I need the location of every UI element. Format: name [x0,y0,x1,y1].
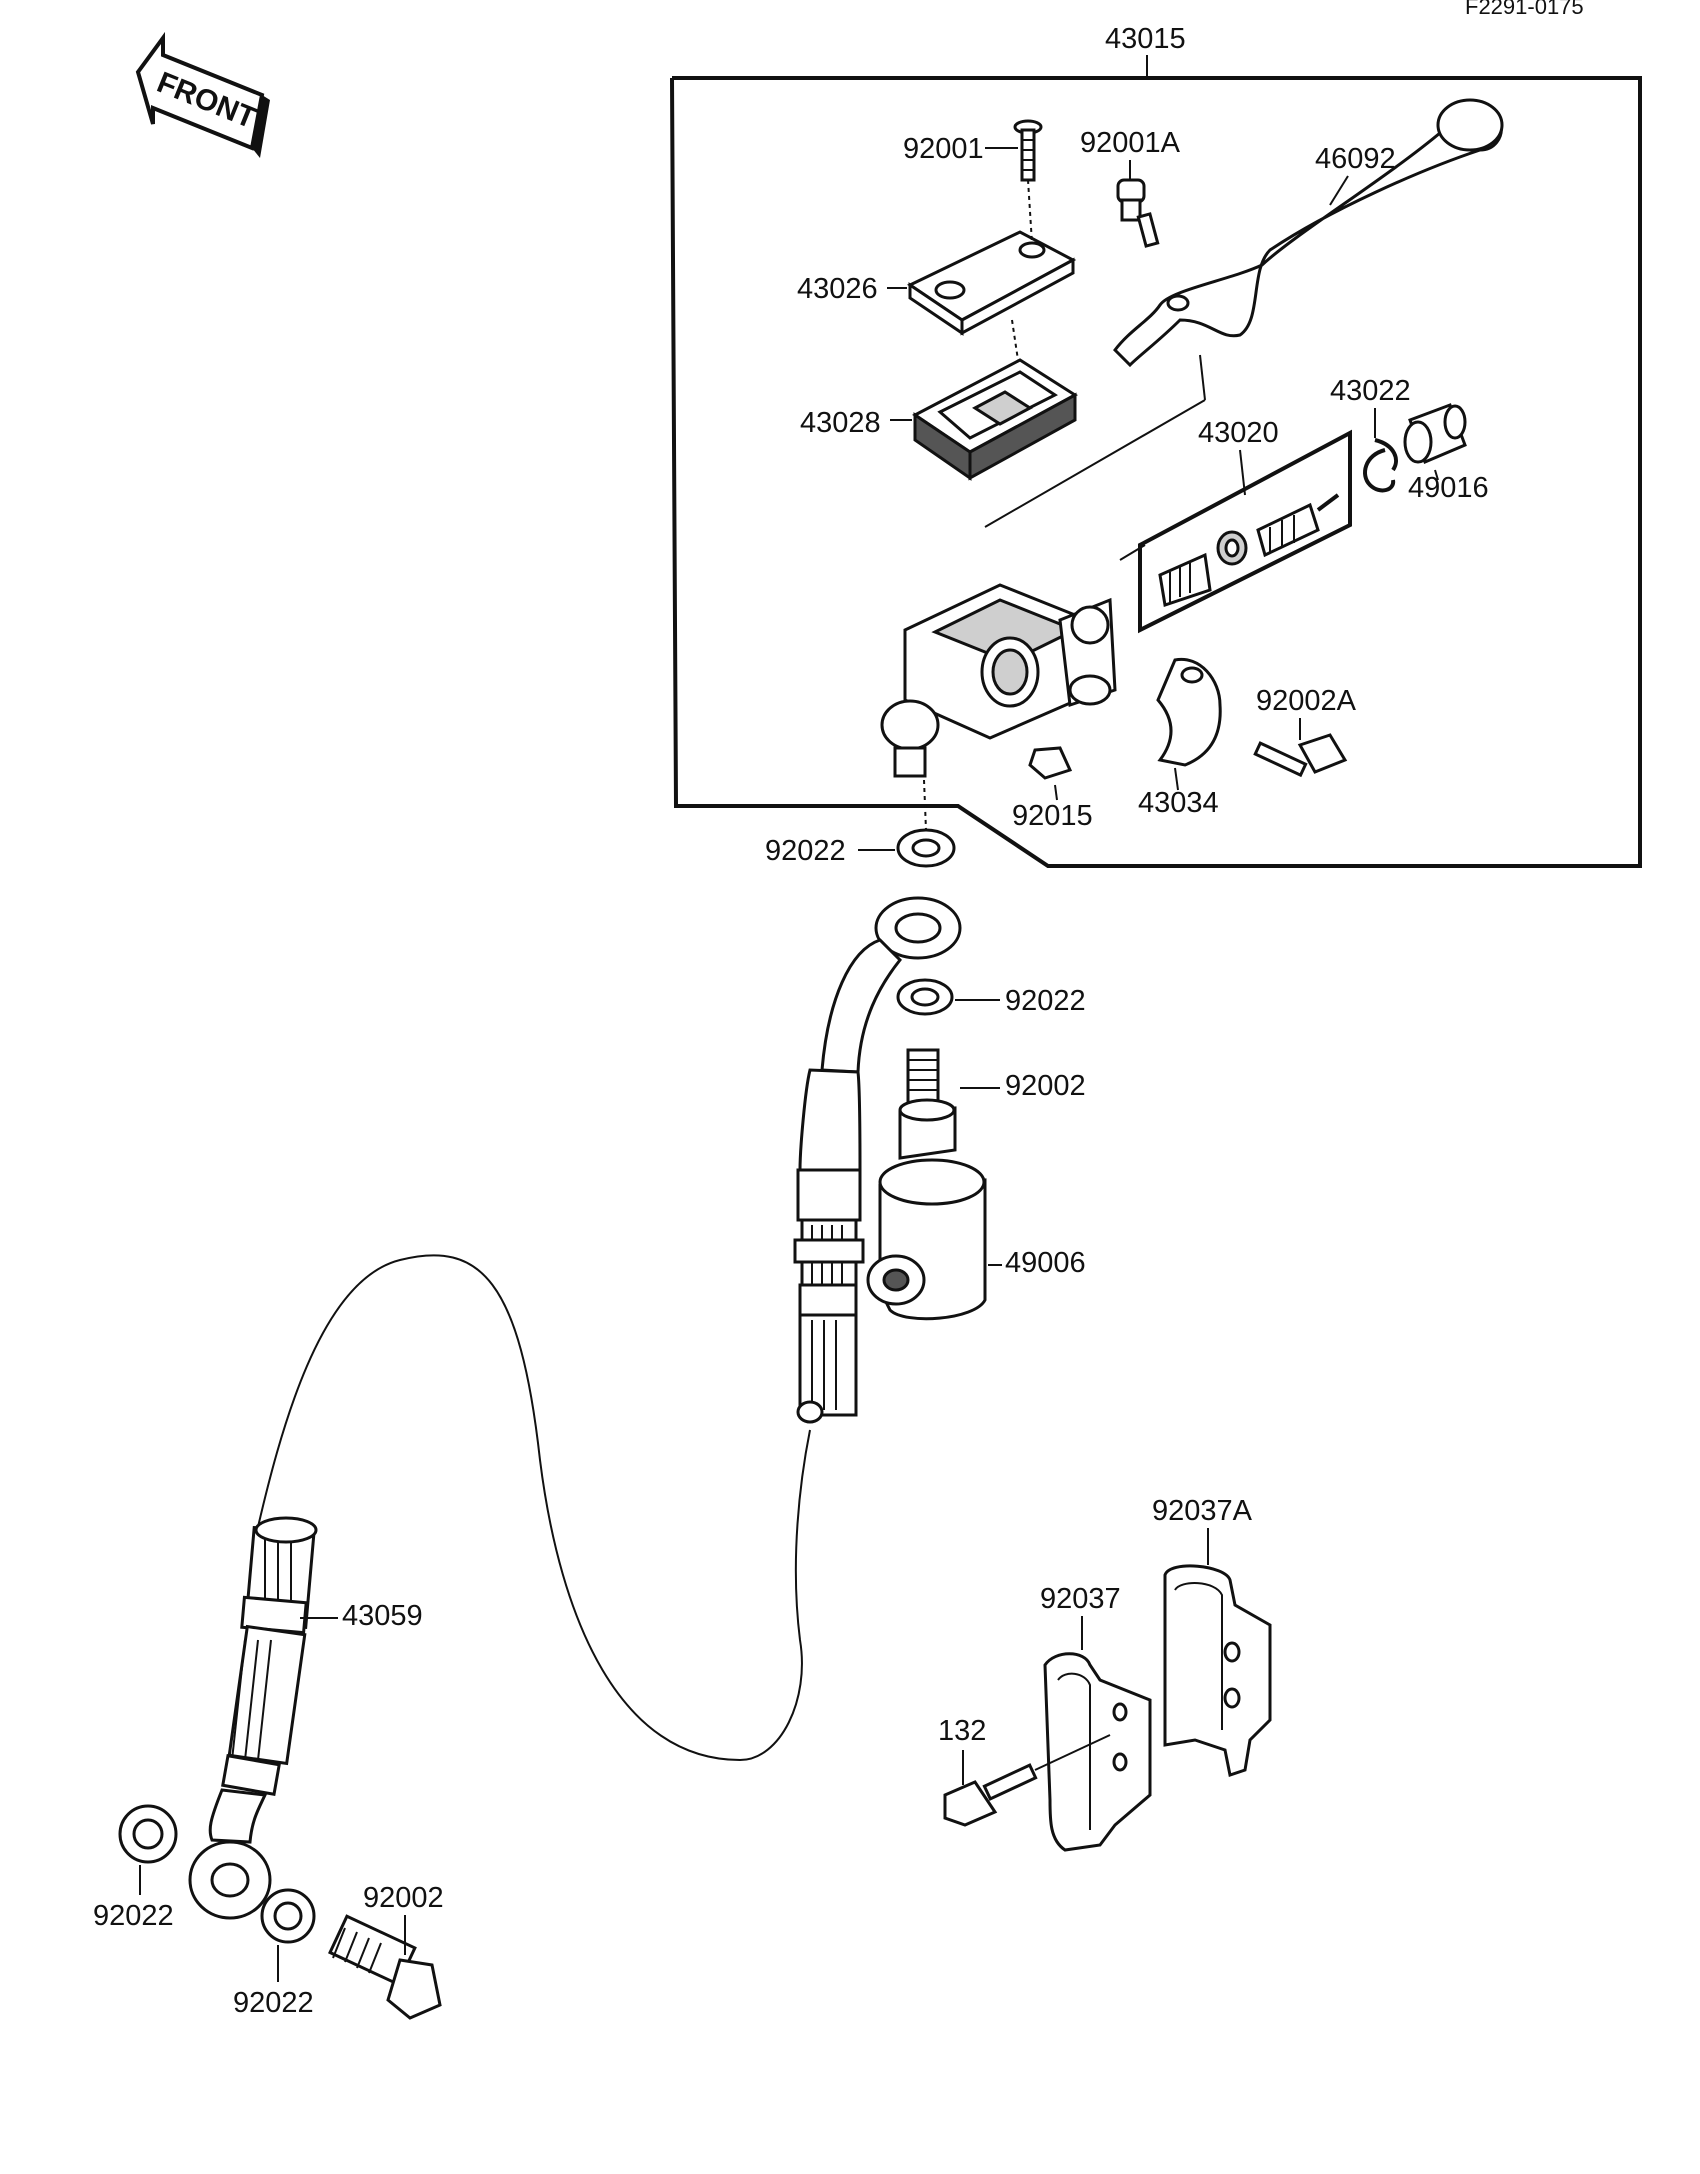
washer-92022-bottom-left [118,1804,178,1864]
brake-hose-43059-line [254,1254,811,1762]
master-cylinder-body [880,583,1117,778]
label-43026: 43026 [797,273,878,305]
dust-boot-49016 [1403,403,1467,465]
label-92001a: 92001A [1080,127,1181,159]
label-92015: 92015 [1012,800,1093,832]
clamp-holder-43034 [1156,657,1222,767]
assembly-frame [670,55,1642,868]
banjo-bolt-92002-mid [898,1048,957,1160]
washer-92022-mid [896,978,954,1016]
nut-92015 [1028,746,1073,780]
label-43015: 43015 [1105,23,1186,55]
hose-upper-end [793,1068,865,1424]
label-132: 132 [938,1715,986,1747]
label-49006: 49006 [1005,1247,1086,1279]
label-43059: 43059 [342,1600,423,1632]
label-92022-bottom-center: 92022 [233,1987,314,2019]
label-92022-mid: 92022 [1005,985,1086,1017]
cover-49006 [866,1158,987,1321]
label-43020: 43020 [1198,417,1279,449]
washer-92022-bottom-center [260,1888,316,1944]
reservoir-cap-43026 [906,179,1077,336]
label-92001: 92001 [903,133,984,165]
hose-lower-end [208,1516,318,1844]
label-46092: 46092 [1315,143,1396,175]
label-92037a: 92037A [1152,1495,1253,1527]
label-43034: 43034 [1138,787,1219,819]
bolt-132 [943,1734,1111,1827]
lever-46092 [1113,98,1504,368]
label-43028: 43028 [800,407,881,439]
reference-code: F2291-0175 [1465,0,1584,19]
label-49016: 49016 [1408,472,1489,504]
front-arrow-icon: FRONT [135,31,270,158]
bracket-92037 [1043,1652,1152,1852]
diaphragm-43028 [912,319,1078,481]
label-92002-bottom: 92002 [363,1882,444,1914]
circlip-43022 [1363,438,1398,493]
label-92022-top: 92022 [765,835,846,867]
washer-92022-top [896,779,956,868]
clamp-bolt-92002a [1253,733,1348,778]
bracket-92037a [1163,1564,1272,1777]
pivot-bolt-92001a [1116,178,1160,248]
label-92002-mid: 92002 [1005,1070,1086,1102]
upper-banjo-fitting [820,896,962,1074]
label-92037: 92037 [1040,1583,1121,1615]
label-43022: 43022 [1330,375,1411,407]
lower-banjo-fitting [188,1840,272,1920]
banjo-bolt-92002-bottom [328,1914,442,2020]
label-92022-bottom-left: 92022 [93,1900,174,1932]
piston-kit-43020 [1138,429,1352,634]
screw-92001 [1013,119,1043,182]
label-92002a: 92002A [1256,685,1357,717]
